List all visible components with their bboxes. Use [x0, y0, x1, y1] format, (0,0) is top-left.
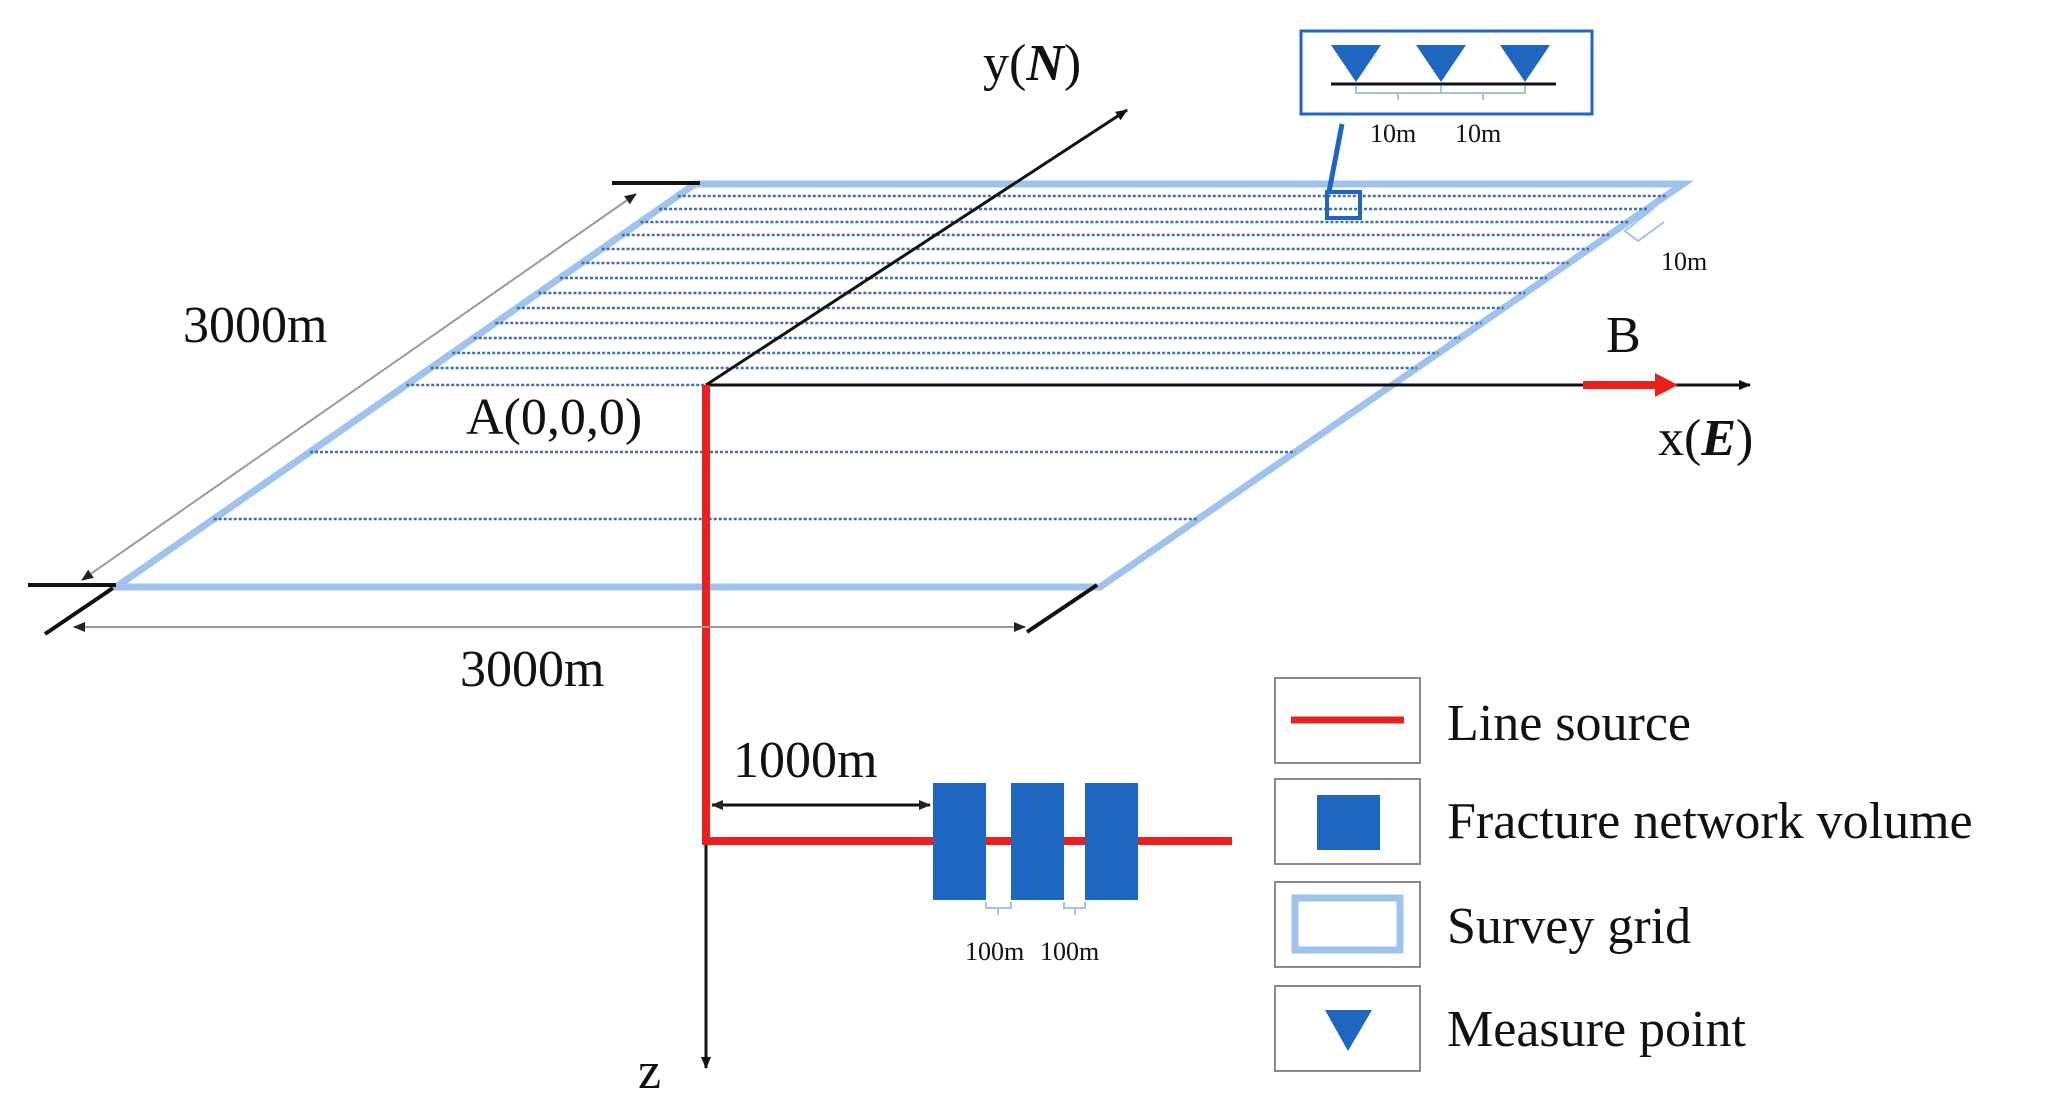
legend-item-survey-grid: Survey grid [1274, 881, 1691, 968]
legend-item-line-source: Line source [1274, 677, 1691, 764]
source-offset-label: 1000m [733, 732, 877, 789]
axis-x-label: x(E) [1658, 410, 1753, 467]
legend-fracture-swatch [1317, 795, 1380, 850]
legend-survey-grid-label: Survey grid [1447, 898, 1691, 955]
line-spacing-bracket [1623, 207, 1665, 243]
grid-width-label: 3000m [460, 641, 604, 698]
line-spacing-label: 10m [1661, 247, 1707, 276]
legend-item-measure-point: Measure point [1274, 985, 1746, 1072]
point-spacing-label-2: 10m [1455, 119, 1501, 148]
survey-lines [213, 194, 1666, 521]
fracture-volume-1 [933, 783, 986, 900]
axis-y-label: y(N) [983, 35, 1081, 92]
legend-survey-grid-swatch [1291, 894, 1404, 954]
fracture-spacing-bracket-2 [1063, 902, 1086, 915]
legend-measure-point-swatch [1325, 1010, 1372, 1051]
legend-line-source-label: Line source [1447, 695, 1691, 752]
inset-spacing-bracket [1355, 86, 1526, 100]
legend-fracture-label: Fracture network volume [1447, 793, 1973, 850]
grid-width-dimension [43, 583, 1099, 636]
point-spacing-label-1: 10m [1370, 119, 1416, 148]
legend: Line source Fracture network volume Surv… [1274, 677, 1973, 1072]
grid-depth-label: 3000m [183, 297, 327, 354]
measure-point-inset [1299, 29, 1594, 220]
point-a-label: A(0,0,0) [466, 389, 642, 446]
point-b-label: B [1606, 307, 1641, 364]
fracture-network-volumes [933, 783, 1138, 915]
inset-leader [1326, 123, 1345, 193]
legend-measure-point-label: Measure point [1447, 1001, 1746, 1058]
inset-measure-point-3 [1500, 45, 1550, 82]
point-b-arrow [1583, 373, 1678, 397]
inset-measure-point-1 [1331, 45, 1381, 82]
fracture-spacing-bracket-1 [985, 902, 1012, 915]
fracture-spacing-label-2: 100m [1040, 937, 1099, 966]
inset-measure-point-2 [1416, 45, 1466, 82]
inset-source-marker [1325, 190, 1362, 220]
y-axis [705, 108, 1128, 387]
legend-item-fracture-network-volume: Fracture network volume [1274, 778, 1973, 865]
fracture-volume-3 [1085, 783, 1138, 900]
grid-depth-dimension [28, 181, 700, 587]
fracture-volume-2 [1011, 783, 1064, 900]
fracture-spacing-label-1: 100m [965, 937, 1024, 966]
axis-z-label: z [638, 1043, 661, 1100]
